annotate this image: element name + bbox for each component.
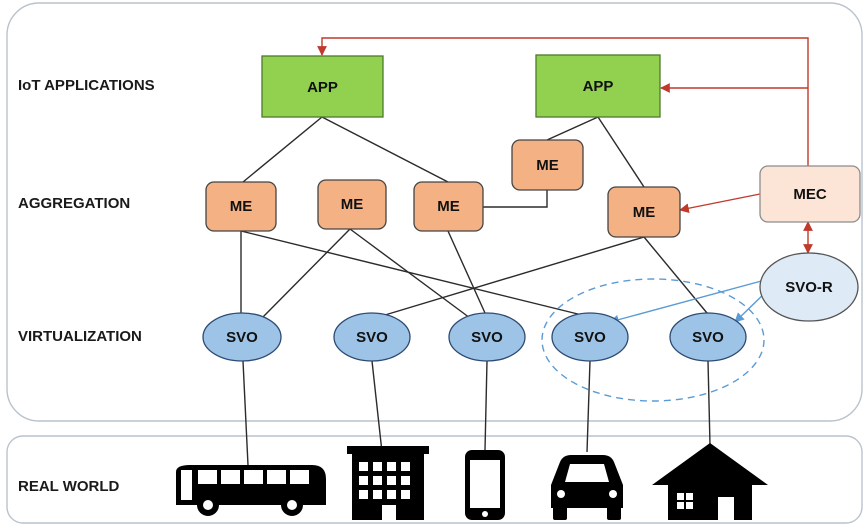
layer-label-virtualization: VIRTUALIZATION	[18, 328, 142, 345]
car-icon	[551, 455, 623, 520]
link-me5-svo2	[384, 236, 645, 316]
me-node-3[interactable]: ME	[413, 181, 484, 232]
link-app1-me3	[321, 116, 449, 183]
me-node-5[interactable]: ME	[607, 186, 681, 238]
link-me3-svo3	[447, 230, 486, 314]
bus-icon	[176, 465, 326, 516]
app-node-1-label: APP	[307, 79, 338, 96]
layer-label-aggregation: AGGREGATION	[18, 195, 130, 212]
link-svo4-car	[586, 360, 591, 453]
svo-node-2-label: SVO	[356, 329, 388, 346]
link-me1-svo4	[240, 230, 591, 318]
svo-node-5[interactable]: SVO	[669, 312, 747, 362]
svo-r-node-label: SVO-R	[785, 279, 833, 296]
control-links	[317, 37, 813, 254]
svo-node-1-label: SVO	[226, 329, 258, 346]
me-node-3-label: ME	[437, 198, 460, 215]
control-link-to-app1	[317, 37, 809, 166]
control-link-to-me5	[679, 193, 761, 214]
svo-node-4-label: SVO	[574, 329, 606, 346]
me-node-1[interactable]: ME	[205, 181, 277, 232]
link-me2-svo3	[349, 228, 471, 319]
app-node-2-label: APP	[583, 78, 614, 95]
link-app2-me4	[546, 116, 599, 141]
me-node-2[interactable]: ME	[317, 179, 387, 230]
me-node-1-label: ME	[230, 198, 253, 215]
svo-node-4[interactable]: SVO	[551, 312, 629, 362]
house-icon	[652, 443, 768, 520]
link-app2-me5	[597, 116, 645, 188]
app-node-1[interactable]: APP	[261, 55, 384, 118]
link-me4-me3	[483, 190, 548, 208]
mec-node-label: MEC	[793, 186, 827, 203]
blue-link-svor-svo4	[609, 279, 766, 325]
link-me5-svo5	[643, 236, 708, 314]
svo-node-3-label: SVO	[471, 329, 503, 346]
svo-r-node[interactable]: SVO-R	[759, 252, 859, 322]
me-node-4-label: ME	[536, 157, 559, 174]
link-svo3-phone	[484, 360, 488, 451]
me-node-4[interactable]: ME	[511, 139, 584, 191]
svo-node-3[interactable]: SVO	[448, 312, 526, 362]
svo-group-ellipse	[541, 278, 765, 402]
aggregation-links	[240, 116, 708, 319]
link-svo2-building	[371, 360, 383, 453]
link-svo5-house	[707, 360, 711, 446]
link-me2-svo1	[261, 228, 351, 319]
svo-node-2[interactable]: SVO	[333, 312, 411, 362]
me-node-5-label: ME	[633, 204, 656, 221]
svo-node-1[interactable]: SVO	[202, 312, 282, 362]
real-world-links	[242, 360, 711, 466]
layer-label-iot-applications: IoT APPLICATIONS	[18, 77, 155, 94]
app-node-2[interactable]: APP	[535, 54, 661, 118]
mec-node[interactable]: MEC	[759, 165, 861, 223]
building-icon	[347, 446, 429, 520]
svo-node-5-label: SVO	[692, 329, 724, 346]
smartphone-icon	[465, 450, 505, 520]
me-node-2-label: ME	[341, 196, 364, 213]
link-svo1-bus	[242, 360, 249, 466]
layer-label-real-world: REAL WORLD	[18, 478, 120, 495]
link-app1-me1	[242, 116, 323, 183]
